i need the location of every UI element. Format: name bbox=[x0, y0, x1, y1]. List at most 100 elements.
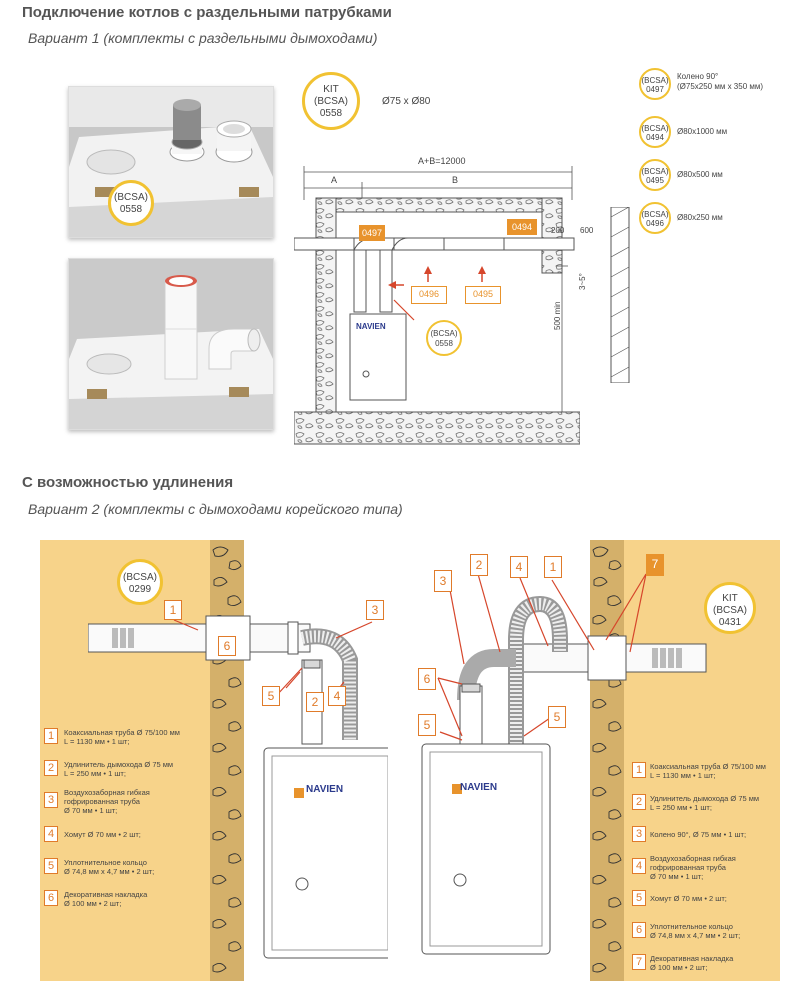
boiler2-left-brand: NAVIEN bbox=[306, 784, 344, 795]
part-0496-code2: 0496 bbox=[646, 219, 664, 228]
legend-right-text-7b: Ø 100 мм • 2 шт; bbox=[650, 963, 708, 972]
part-0495-badge: (BCSA) 0495 bbox=[639, 159, 671, 191]
legend-left-text-1b: L = 1130 мм • 1 шт; bbox=[64, 737, 130, 746]
legend-left-text-5a: Уплотнительное кольцо bbox=[64, 858, 147, 867]
dim-200-label: 200 bbox=[551, 226, 565, 235]
part-0494-code2: 0494 bbox=[646, 133, 664, 142]
kit-0299-line2: 0299 bbox=[128, 584, 152, 595]
dim-slope-label: 3~5° bbox=[578, 273, 587, 290]
legend-left-text-5b: Ø 74,8 мм x 4,7 мм • 2 шт; bbox=[64, 867, 155, 876]
boiler1-kit-badge: (BCSA) 0558 bbox=[426, 320, 462, 356]
callout-right-4: 4 bbox=[510, 556, 528, 578]
diagram2-left-assembly-svg bbox=[87, 615, 397, 959]
diagram2-left-stone-wall bbox=[210, 540, 244, 981]
callout-right-5a: 5 bbox=[418, 714, 436, 736]
legend-left: 1 Коаксиальная труба Ø 75/100 мм L = 113… bbox=[44, 724, 214, 924]
callout-left-4: 4 bbox=[328, 686, 346, 706]
part-0497-desc2: (Ø75x250 мм x 350 мм) bbox=[677, 82, 764, 91]
boiler-top-photo bbox=[68, 86, 274, 238]
legend-right-num-4: 4 bbox=[632, 858, 646, 874]
boiler2-right-brand: NAVIEN bbox=[460, 782, 498, 793]
callout-left-1: 1 bbox=[164, 600, 182, 620]
section1-title: Подключение котлов с раздельными патрубк… bbox=[22, 4, 392, 21]
dim-ab-label: A+B=12000 bbox=[418, 156, 466, 166]
legend-left-num-1: 1 bbox=[44, 728, 58, 744]
legend-left-text-4: Хомут Ø 70 мм • 2 шт; bbox=[64, 830, 141, 839]
callout-right-3: 3 bbox=[434, 570, 452, 592]
legend-right-num-5: 5 bbox=[632, 890, 646, 906]
kit-0558-dims: Ø75 x Ø80 bbox=[382, 96, 431, 107]
legend-left-num-3: 3 bbox=[44, 792, 58, 808]
part-0497-desc: Колено 90° (Ø75x250 мм x 350 мм) bbox=[677, 72, 763, 92]
diagram1-svg bbox=[293, 166, 581, 445]
legend-right-text-5: Хомут Ø 70 мм • 2 шт; bbox=[650, 894, 727, 903]
kit-0299-badge: (BCSA) 0299 bbox=[117, 559, 163, 605]
legend-right-text-6: Уплотнительное кольцо Ø 74,8 мм x 4,7 мм… bbox=[650, 922, 740, 940]
legend-right-text-2a: Удлинитель дымохода Ø 75 мм bbox=[650, 794, 760, 803]
legend-left-text-5: Уплотнительное кольцо Ø 74,8 мм x 4,7 мм… bbox=[64, 858, 154, 876]
legend-right-text-4c: Ø 70 мм • 1 шт; bbox=[650, 872, 704, 881]
legend-right-text-3: Колено 90°, Ø 75 мм • 1 шт; bbox=[650, 830, 747, 839]
legend-left-text-3: Воздухозаборная гибкая гофрированная тру… bbox=[64, 788, 150, 815]
legend-right-text-1a: Коаксиальная труба Ø 75/100 мм bbox=[650, 762, 766, 771]
photo-kit-badge-line1: (BCSA) bbox=[114, 192, 148, 203]
legend-left-text-3b: гофрированная труба bbox=[64, 797, 140, 806]
part-0494-desc: Ø80x1000 мм bbox=[677, 127, 728, 136]
legend-right-text-4a: Воздухозаборная гибкая bbox=[650, 854, 736, 863]
legend-right-num-6: 6 bbox=[632, 922, 646, 938]
boiler-pipes-photo bbox=[68, 258, 274, 430]
callout-right-5b: 5 bbox=[548, 706, 566, 728]
diagram2-right-stone-wall bbox=[590, 540, 624, 981]
legend-right-text-7: Декоративная накладка Ø 100 мм • 2 шт; bbox=[650, 954, 733, 972]
kit-0299-line1: (BCSA) bbox=[123, 572, 157, 583]
legend-left-text-2a: Удлинитель дымохода Ø 75 мм bbox=[64, 760, 174, 769]
legend-left-text-2: Удлинитель дымохода Ø 75 мм L = 250 мм •… bbox=[64, 760, 173, 778]
part-0495-code1: (BCSA) bbox=[641, 167, 669, 176]
tag-0496: 0496 bbox=[411, 286, 447, 304]
legend-right-num-2: 2 bbox=[632, 794, 646, 810]
tag-0495: 0495 bbox=[465, 286, 501, 304]
legend-right-text-4: Воздухозаборная гибкая гофрированная тру… bbox=[650, 854, 736, 881]
dim-600-label: 600 bbox=[580, 226, 594, 235]
callout-left-2: 2 bbox=[306, 692, 324, 712]
callout-left-3: 3 bbox=[366, 600, 384, 620]
kit-0558-line1: KIT bbox=[323, 84, 339, 95]
part-0494-badge: (BCSA) 0494 bbox=[639, 116, 671, 148]
boiler1-kit-line1: (BCSA) bbox=[430, 329, 458, 338]
section2-subtitle: Вариант 2 (комплекты с дымоходами корейс… bbox=[28, 501, 403, 517]
tag-0497: 0497 bbox=[359, 225, 385, 241]
callout-right-7: 7 bbox=[646, 554, 664, 576]
photo-kit-badge-line2: 0558 bbox=[119, 204, 143, 215]
legend-left-num-6: 6 bbox=[44, 890, 58, 906]
legend-right-num-3: 3 bbox=[632, 826, 646, 842]
legend-left-num-4: 4 bbox=[44, 826, 58, 842]
part-0496-code1: (BCSA) bbox=[641, 210, 669, 219]
part-0495-desc: Ø80x500 мм bbox=[677, 170, 723, 179]
legend-left-text-3c: Ø 70 мм • 1 шт; bbox=[64, 806, 118, 815]
kit-0558-line3: 0558 bbox=[319, 108, 343, 119]
diagram2-right-assembly-svg bbox=[421, 573, 707, 955]
diagram2-right-stone-wall-svg bbox=[590, 540, 624, 981]
legend-left-num-2: 2 bbox=[44, 760, 58, 776]
diagram2-left-assembly bbox=[87, 600, 397, 980]
boiler1-brand: NAVIEN bbox=[356, 322, 386, 331]
dim-b-label: B bbox=[452, 175, 459, 185]
legend-left-text-1a: Коаксиальная труба Ø 75/100 мм bbox=[64, 728, 180, 737]
kit-0431-line2: (BCSA) bbox=[713, 605, 747, 616]
diagram2-left-stone-wall-svg bbox=[210, 540, 244, 981]
kit-0558-badge: KIT (BCSA) 0558 bbox=[302, 72, 360, 130]
callout-right-6: 6 bbox=[418, 668, 436, 690]
legend-left-text-3a: Воздухозаборная гибкая bbox=[64, 788, 150, 797]
legend-left-text-6b: Ø 100 мм • 2 шт; bbox=[64, 899, 122, 908]
callout-left-6: 6 bbox=[218, 636, 236, 656]
kit-0431-line1: KIT bbox=[722, 593, 738, 604]
kit-0431-badge: KIT (BCSA) 0431 bbox=[704, 582, 756, 634]
diagram2-right-assembly bbox=[420, 560, 710, 980]
legend-right-text-6b: Ø 74,8 мм x 4,7 мм • 2 шт; bbox=[650, 931, 741, 940]
part-0496-desc: Ø80x250 мм bbox=[677, 213, 723, 222]
legend-left-text-2b: L = 250 мм • 1 шт; bbox=[64, 769, 126, 778]
section2-title: С возможностью удлинения bbox=[22, 474, 234, 491]
legend-right-num-1: 1 bbox=[632, 762, 646, 778]
boiler-top-photo-image bbox=[69, 87, 273, 237]
legend-right-text-7a: Декоративная накладка bbox=[650, 954, 734, 963]
